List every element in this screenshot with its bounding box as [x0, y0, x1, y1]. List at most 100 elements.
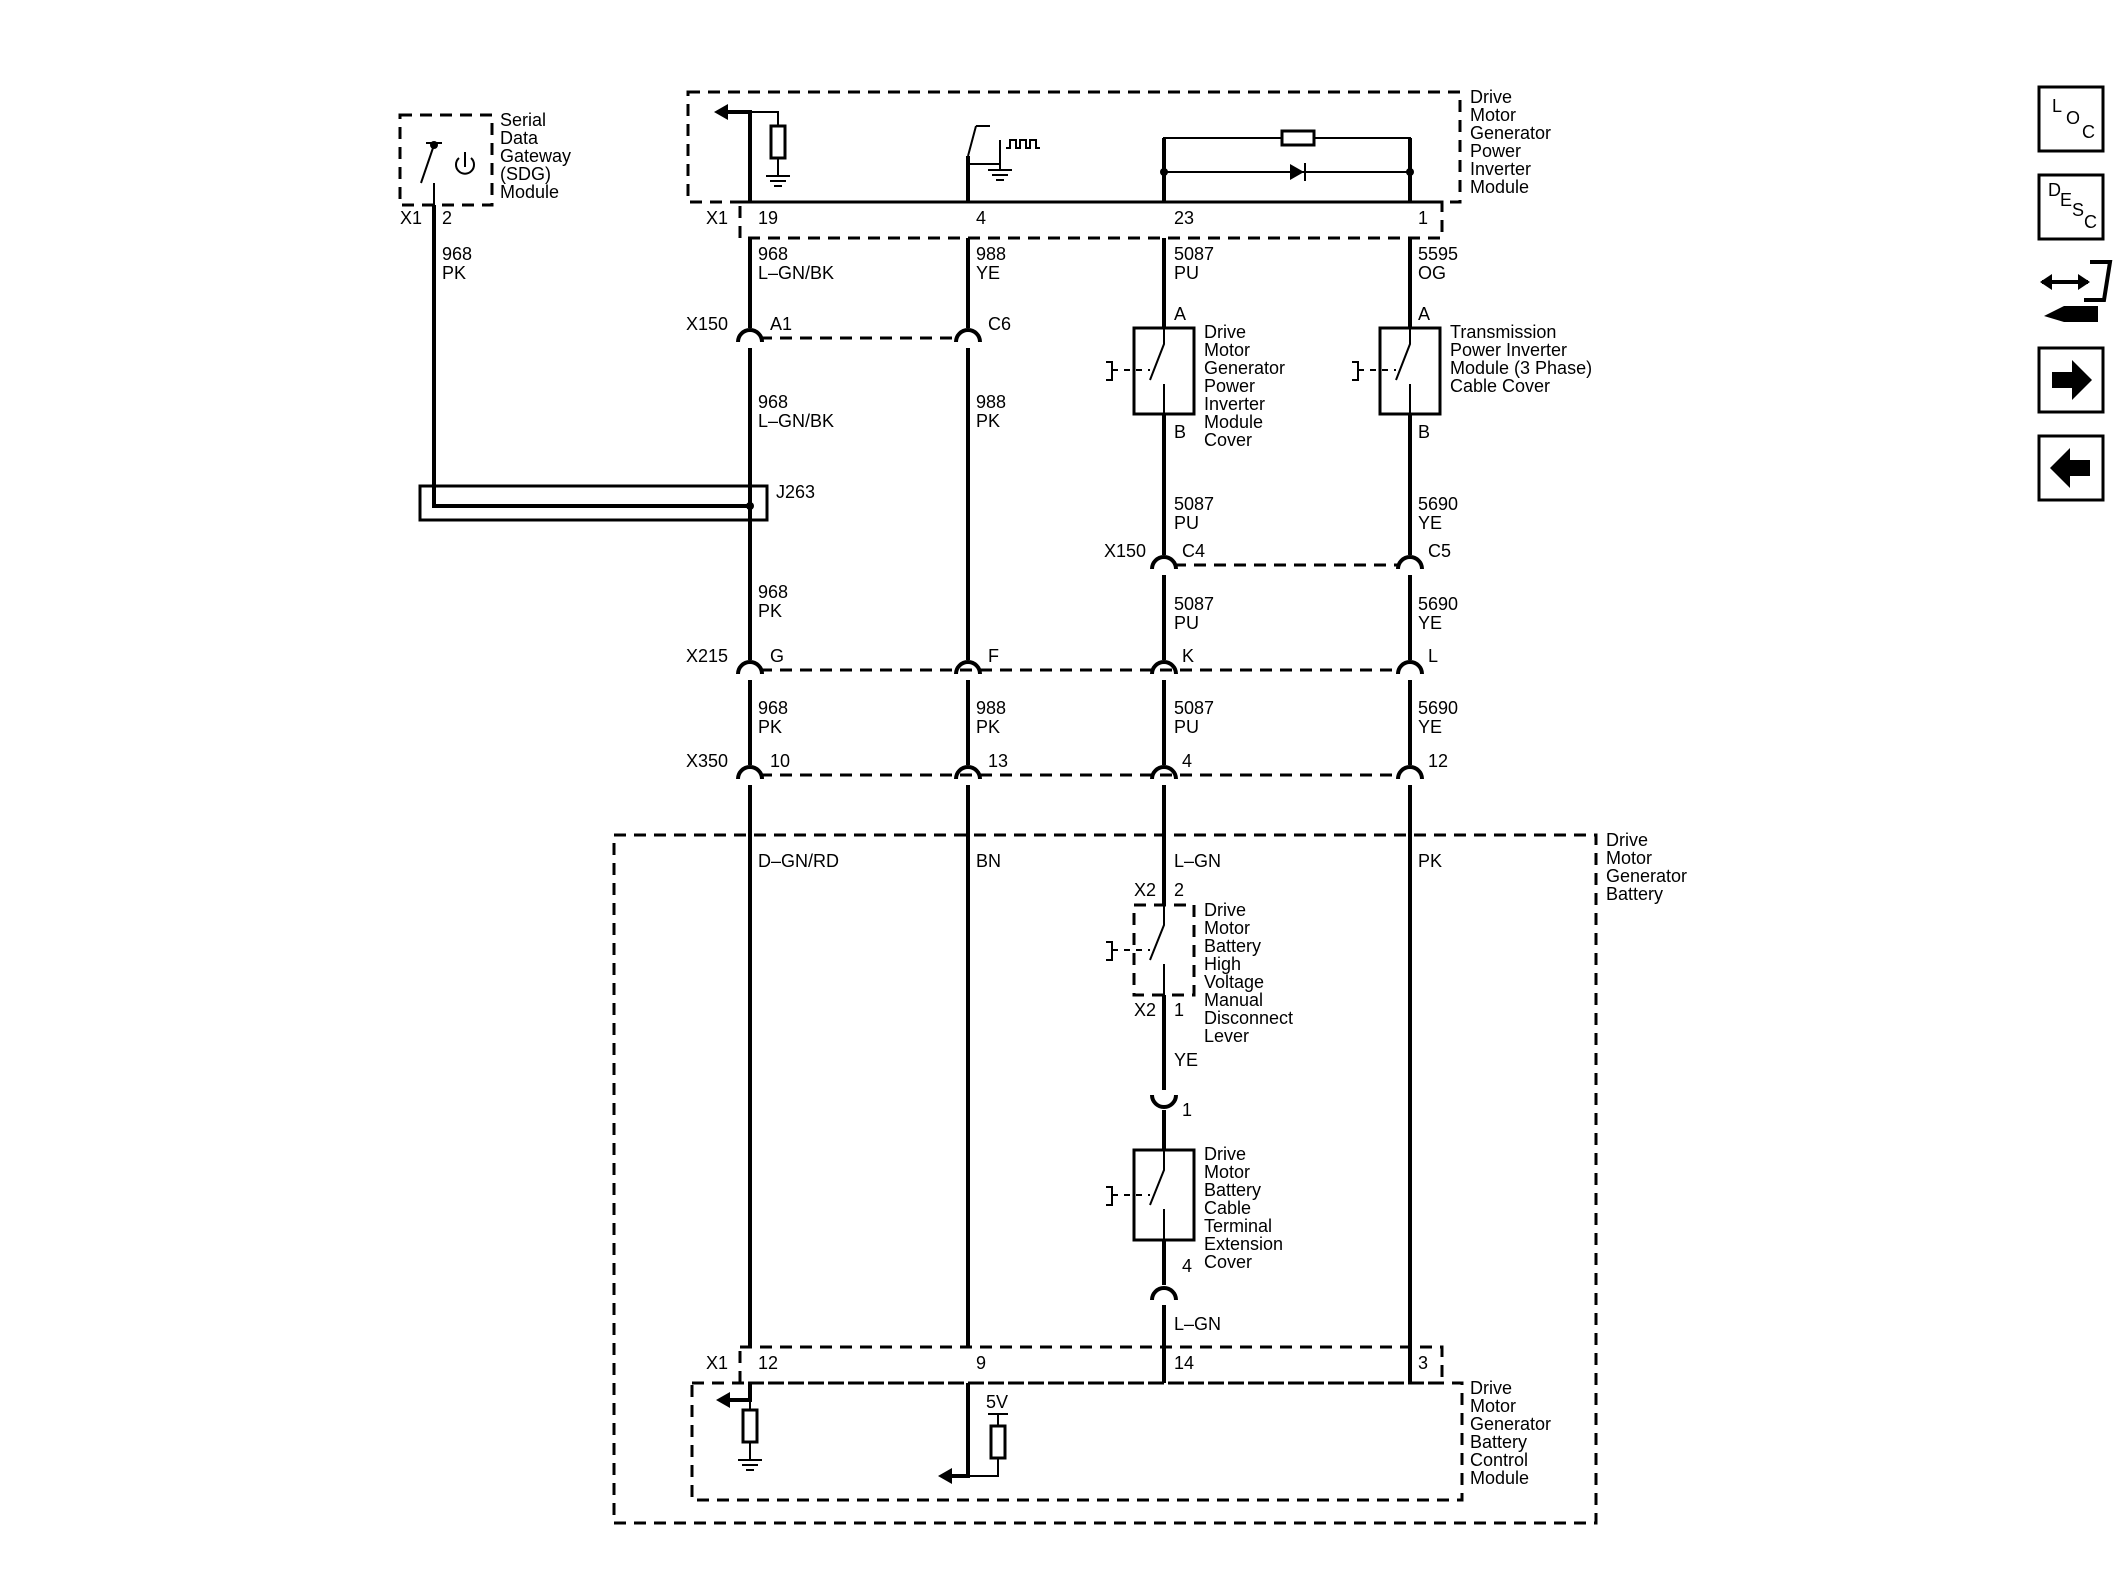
connector-x350: X350 10 13 4 12	[686, 751, 1448, 780]
power-icon	[455, 152, 475, 175]
loc-button[interactable]: L O C	[2037, 85, 2105, 153]
svg-text:C: C	[2084, 212, 2097, 232]
pin-label: 9	[976, 1353, 986, 1373]
wire-label: 5087 PU	[1174, 594, 1219, 633]
module-label: Drive Motor Generator Power Inverter Mod…	[1470, 87, 1556, 197]
connector-label: X2	[1134, 1000, 1156, 1020]
pin-label: 10	[770, 751, 790, 771]
pin-label: 1	[1182, 1100, 1192, 1120]
switch-label: Drive Motor Battery High Voltage Manual …	[1204, 900, 1298, 1046]
connector-label: X150	[1104, 541, 1146, 561]
wire-label: 988 PK	[976, 698, 1011, 737]
connector-x215: X215 G F K L	[686, 646, 1438, 675]
pin-label: 13	[988, 751, 1008, 771]
svg-text:L: L	[2052, 96, 2062, 116]
circuit-5595-5690: 5595 OG 5690 YE 5690 YE 5690 YE PK	[1408, 238, 1463, 1347]
pin-label: C4	[1182, 541, 1205, 561]
switch-label: Transmission Power Inverter Module (3 Ph…	[1450, 322, 1597, 396]
sdg-module: Serial Data Gateway (SDG) Module X1 2	[398, 110, 571, 228]
wire-label: 988 PK	[976, 392, 1011, 431]
pin-label: 19	[758, 208, 778, 228]
pin-label: 3	[1418, 1353, 1428, 1373]
pin-label: K	[1182, 646, 1194, 666]
switch-inverter-cover: A B Drive Motor Generator Power Inverter…	[1106, 304, 1290, 450]
switch-label: Drive Motor Generator Power Inverter Mod…	[1204, 322, 1290, 450]
desc-icon: D E S C	[2048, 180, 2097, 232]
connector-label: X1	[706, 1353, 728, 1373]
wire-label: 988 YE	[976, 244, 1011, 283]
switch-terminal-cover: Drive Motor Battery Cable Terminal Exten…	[1106, 1144, 1288, 1272]
connector-label: X1	[706, 208, 728, 228]
pin-label: 2	[442, 208, 452, 228]
pin-label: C6	[988, 314, 1011, 334]
terminal-connector-4: 4	[1150, 1256, 1192, 1301]
desc-button[interactable]: D E S C	[2037, 173, 2105, 241]
switch-label: Drive Motor Battery Cable Terminal Exten…	[1204, 1144, 1288, 1272]
pin-label: 14	[1174, 1353, 1194, 1373]
wire-label: 5690 YE	[1418, 594, 1463, 633]
wire-968-sdg: 968 PK	[432, 205, 477, 506]
wire-label: 968 L–GN/BK	[758, 244, 834, 283]
ground-icon	[766, 175, 790, 187]
pin-label: 23	[1174, 208, 1194, 228]
wire-color-label: L–GN	[1174, 851, 1221, 871]
wire-label: 968 PK	[758, 582, 793, 621]
module-label: Drive Motor Generator Battery	[1606, 830, 1692, 904]
pin-label: L	[1428, 646, 1438, 666]
previous-button[interactable]	[2037, 434, 2105, 502]
pin-label: A	[1418, 304, 1430, 324]
svg-text:S: S	[2072, 200, 2084, 220]
pin-label: 4	[976, 208, 986, 228]
pin-label: C5	[1428, 541, 1451, 561]
switch-manual-disconnect: X2 2 X2 1 Drive Motor Battery High Volta…	[1106, 880, 1298, 1046]
pin-label: 1	[1418, 208, 1428, 228]
svg-text:E: E	[2060, 190, 2072, 210]
wire-label: 968 PK	[442, 244, 477, 283]
pin-label: 4	[1182, 751, 1192, 771]
supply-voltage-label: 5V	[986, 1392, 1008, 1412]
connector-label: J263	[776, 482, 815, 502]
wire-label: 5087 PU	[1174, 494, 1219, 533]
connector-label: X2	[1134, 880, 1156, 900]
switch-tpim-cover: A B Transmission Power Inverter Module (…	[1352, 304, 1597, 442]
diode-icon	[1290, 163, 1306, 181]
ground-icon	[738, 1459, 762, 1471]
wire-label: 968 PK	[758, 698, 793, 737]
svg-text:C: C	[2082, 122, 2095, 142]
wire-color-label: BN	[976, 851, 1001, 871]
module-label: Drive Motor Generator Battery Control Mo…	[1470, 1378, 1556, 1488]
wire-color-label: PK	[1418, 851, 1442, 871]
wire-label: 968 L–GN/BK	[758, 392, 834, 431]
battery-control-module: X1 Drive Motor Generator Battery Control…	[690, 1345, 1556, 1502]
wire-label: 5087 PU	[1174, 244, 1219, 283]
connector-label: X1	[400, 208, 422, 228]
connector-tool-button[interactable]	[2040, 260, 2113, 322]
pin-label: G	[770, 646, 784, 666]
splice-pack-j263: J263	[418, 482, 815, 522]
wire-label: 5087 PU	[1174, 698, 1219, 737]
arrow-right-icon	[2052, 360, 2092, 400]
pin-label: 4	[1182, 1256, 1192, 1276]
terminal-connector-1: 1	[1150, 1094, 1192, 1120]
ground-icon	[988, 169, 1012, 181]
wire-color-label: L–GN	[1174, 1314, 1221, 1334]
connector-label: X150	[686, 314, 728, 334]
wire-label: 5690 YE	[1418, 494, 1463, 533]
connector-tool-icon	[2040, 260, 2113, 322]
pin-label: B	[1174, 422, 1186, 442]
next-button[interactable]	[2037, 346, 2105, 414]
pin-label: 1	[1174, 1000, 1184, 1020]
pin-label: B	[1418, 422, 1430, 442]
connector-label: X215	[686, 646, 728, 666]
wire-color-label: YE	[1174, 1050, 1198, 1070]
connector-label: X350	[686, 751, 728, 771]
circuit-988: 988 YE 988 PK 988 PK BN	[966, 238, 1011, 1347]
circuit-5087: 5087 PU 5087 PU 5087 PU 5087 PU L–GN YE …	[1162, 238, 1221, 1347]
battery-module: Drive Motor Generator Battery	[612, 830, 1692, 1525]
circuit-968: 968 L–GN/BK 968 L–GN/BK 968 PK 968 PK D–…	[748, 238, 839, 1347]
pin-label: 12	[1428, 751, 1448, 771]
connector-x150-a: X150 A1 C6	[686, 314, 1011, 343]
connector-x150-c: X150 C4 C5	[1104, 541, 1451, 570]
pulse-signal-icon	[1006, 139, 1040, 149]
